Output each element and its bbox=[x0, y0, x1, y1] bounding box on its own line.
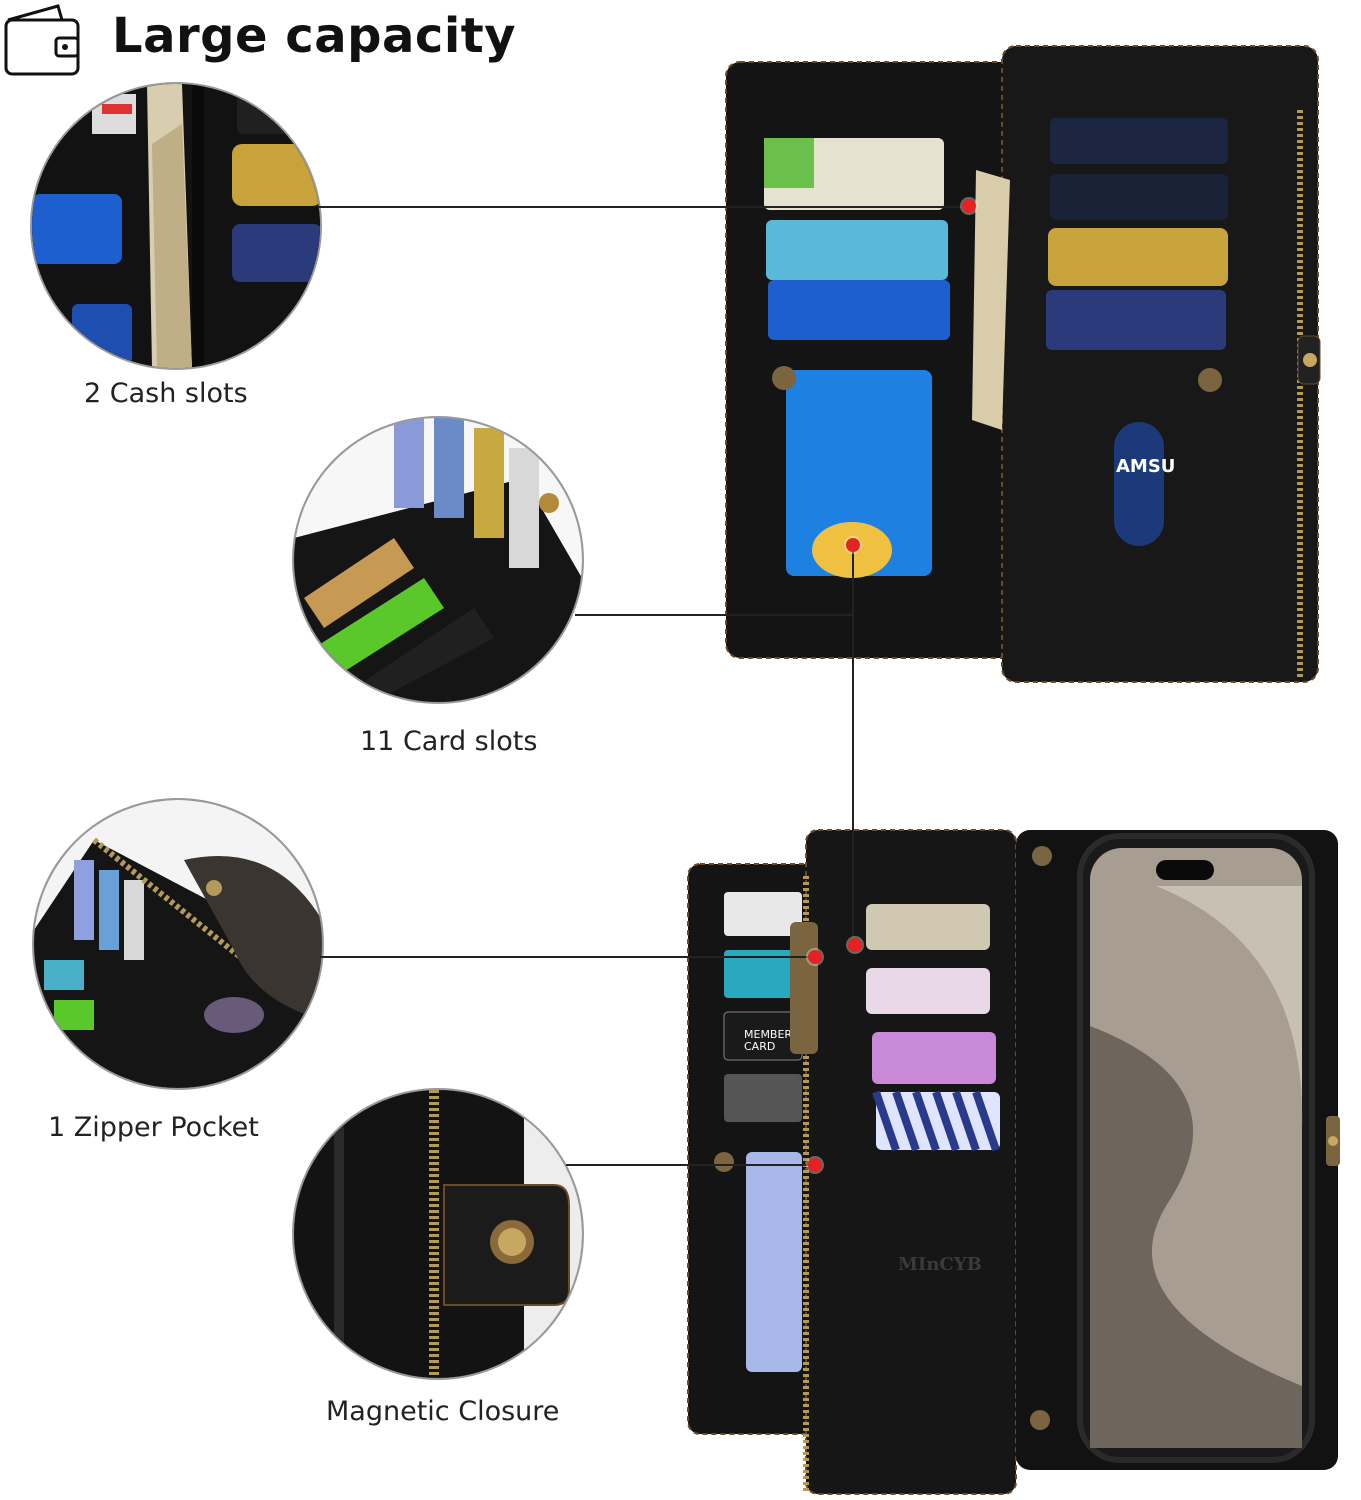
zipper-pocket-zoom bbox=[32, 798, 324, 1090]
magnetic-indicator-dot bbox=[808, 1158, 822, 1172]
card-slots-zoom bbox=[292, 416, 584, 704]
cash-slots-zoom bbox=[30, 82, 322, 370]
card-slot-indicator-dot bbox=[846, 538, 860, 552]
feature-label-magnetic: Magnetic Closure bbox=[326, 1396, 560, 1427]
wallet-icon bbox=[4, 4, 80, 76]
card-slot-indicator-dot-2 bbox=[848, 938, 862, 952]
inner-card-text: AMSU bbox=[1116, 456, 1175, 477]
zipper-indicator-dot bbox=[808, 950, 822, 964]
page-title: Large capacity bbox=[112, 8, 517, 64]
leader-line-cash bbox=[318, 206, 970, 208]
feature-label-cash: 2 Cash slots bbox=[84, 378, 248, 409]
feature-label-zipper: 1 Zipper Pocket bbox=[48, 1112, 259, 1143]
brand-print: MInCYB bbox=[898, 1254, 982, 1275]
leader-line-vertical bbox=[852, 546, 854, 948]
magnetic-closure-zoom bbox=[292, 1088, 584, 1380]
wallet-phone-image: MEMBER CARD MInCYB bbox=[686, 826, 1342, 1498]
leader-line-zipper bbox=[320, 956, 816, 958]
feature-label-cards: 11 Card slots bbox=[360, 726, 538, 757]
wallet-open-image: AMSU bbox=[722, 40, 1322, 686]
cash-slot-indicator-dot bbox=[962, 199, 976, 213]
leader-line-magnetic bbox=[566, 1164, 816, 1166]
leader-line-cards bbox=[575, 614, 853, 616]
member-card-line-2: CARD bbox=[744, 1040, 775, 1053]
member-card-line-1: MEMBER bbox=[744, 1028, 792, 1041]
